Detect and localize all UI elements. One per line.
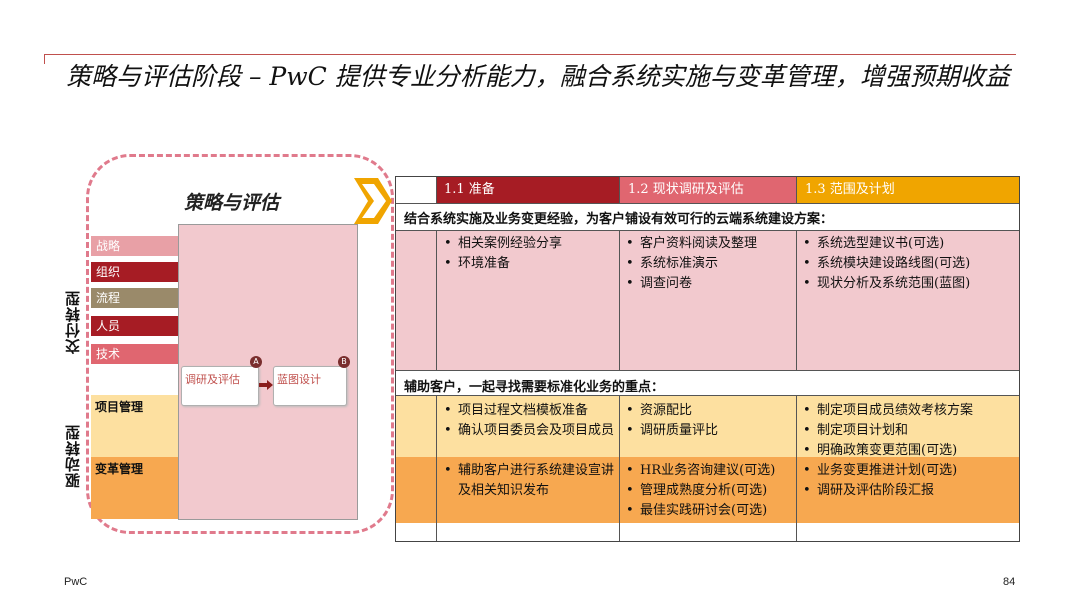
cell-pm-prepare: 项目过程文档模板准备 确认项目委员会及项目成员 <box>442 401 616 441</box>
cell-delivery-research: 客户资料阅读及整理 系统标准演示 调查问卷 <box>624 234 794 294</box>
list-item: 调查问卷 <box>624 274 794 294</box>
list-item: 业务变更推进计划(可选) <box>801 461 1017 481</box>
cell-cm-research: HR业务咨询建议(可选) 管理成熟度分析(可选) 最佳实践研讨会(可选) <box>624 461 794 521</box>
list-item: 相关案例经验分享 <box>442 234 616 254</box>
row-label-process: 流程 <box>91 288 178 308</box>
row-label-cm: 变革管理 <box>95 462 144 476</box>
cell-delivery-prepare: 相关案例经验分享 环境准备 <box>442 234 616 274</box>
divider-header-2 <box>796 177 797 203</box>
table-border <box>395 176 1020 542</box>
page-number: 84 <box>1003 576 1016 588</box>
row-label-pm: 项目管理 <box>95 400 144 414</box>
list-item: 调研质量评比 <box>624 421 794 441</box>
stage-title: 策略与评估 <box>184 192 280 214</box>
rule-under-header <box>396 203 1019 204</box>
step-b-badge: B <box>338 356 350 368</box>
lane-label-delivery: 交付转型 <box>64 290 82 354</box>
list-item: 项目过程文档模板准备 <box>442 401 616 421</box>
header-research: 1.2 现状调研及评估 <box>620 177 796 203</box>
header-prepare: 1.1 准备 <box>436 177 619 203</box>
table-bottom-bg <box>396 523 1019 541</box>
row-label-people-text: 人员 <box>96 319 121 333</box>
note-drive: 辅助客户，一起寻找需要标准化业务的重点： <box>404 380 665 395</box>
rule-above-drive-note <box>396 370 1019 371</box>
list-item: HR业务咨询建议(可选) <box>624 461 794 481</box>
list-item: 最佳实践研讨会(可选) <box>624 501 794 521</box>
divider-delivery-2 <box>796 230 797 370</box>
cell-cm-prepare: 辅助客户进行系统建设宣讲及相关知识发布 <box>442 461 616 501</box>
step-box-blueprint[interactable]: 蓝图设计 <box>273 366 347 406</box>
list-item: 管理成熟度分析(可选) <box>624 481 794 501</box>
list-item: 辅助客户进行系统建设宣讲及相关知识发布 <box>442 461 616 501</box>
list-item: 制定项目成员绩效考核方案 <box>801 401 1017 421</box>
row-label-strategy-text: 战略 <box>96 239 121 253</box>
list-item: 资源配比 <box>624 401 794 421</box>
row-bg-cm <box>91 457 178 519</box>
list-item: 现状分析及系统范围(蓝图) <box>801 274 1017 294</box>
row-label-tech: 技术 <box>91 344 178 364</box>
cell-cm-scope: 业务变更推进计划(可选) 调研及评估阶段汇报 <box>801 461 1017 501</box>
footer-brand: PwC <box>64 576 88 588</box>
list-item: 明确政策变更范围(可选) <box>801 441 1017 461</box>
row-label-people: 人员 <box>91 316 178 336</box>
list-item: 系统模块建设路线图(可选) <box>801 254 1017 274</box>
list-item: 调研及评估阶段汇报 <box>801 481 1017 501</box>
cell-pm-research: 资源配比 调研质量评比 <box>624 401 794 441</box>
row-label-tech-text: 技术 <box>96 347 121 361</box>
cell-delivery-scope: 系统选型建议书(可选) 系统模块建设路线图(可选) 现状分析及系统范围(蓝图) <box>801 234 1017 294</box>
step-blueprint-label: 蓝图设计 <box>277 373 321 386</box>
step-a-badge: A <box>250 356 262 368</box>
stage-dashed-frame <box>86 154 394 534</box>
header-rule <box>44 54 1016 55</box>
divider-delivery-1 <box>619 230 620 370</box>
step-box-research[interactable]: 调研及评估 <box>181 366 259 406</box>
list-item: 制定项目计划和 <box>801 421 1017 441</box>
list-item: 客户资料阅读及整理 <box>624 234 794 254</box>
stage-band <box>178 178 358 222</box>
page-title: 策略与评估阶段 – PwC 提供专业分析能力，融合系统实施与变革管理，增强预期收… <box>66 62 1010 91</box>
list-item: 确认项目委员会及项目成员 <box>442 421 616 441</box>
row-label-org: 组织 <box>91 262 178 282</box>
note-delivery: 结合系统实施及业务变更经验，为客户铺设有效可行的云端系统建设方案： <box>404 212 834 227</box>
header-scope: 1.3 范围及计划 <box>797 177 1019 203</box>
divider-drive-1 <box>619 395 620 541</box>
row-bg-pm <box>91 395 178 457</box>
stage-chevron-icon <box>354 178 392 224</box>
list-item: 系统选型建议书(可选) <box>801 234 1017 254</box>
divider-header-0 <box>436 177 437 203</box>
row-label-process-text: 流程 <box>96 291 121 305</box>
cell-pm-scope: 制定项目成员绩效考核方案 制定项目计划和 明确政策变更范围(可选) <box>801 401 1017 461</box>
row-label-strategy: 战略 <box>91 236 178 256</box>
lane-label-drive: 驱动转型 <box>64 424 82 488</box>
row-label-org-text: 组织 <box>96 265 121 279</box>
header-rule-tick <box>44 54 45 64</box>
step-research-label: 调研及评估 <box>185 373 240 386</box>
rule-under-drive-note <box>396 395 1019 396</box>
divider-header-1 <box>619 177 620 203</box>
rule-under-note <box>396 230 1019 231</box>
list-item: 环境准备 <box>442 254 616 274</box>
arrow-right-icon <box>259 380 273 390</box>
divider-drive-0 <box>436 395 437 541</box>
divider-drive-2 <box>796 395 797 541</box>
divider-delivery-0 <box>436 230 437 370</box>
list-item: 系统标准演示 <box>624 254 794 274</box>
